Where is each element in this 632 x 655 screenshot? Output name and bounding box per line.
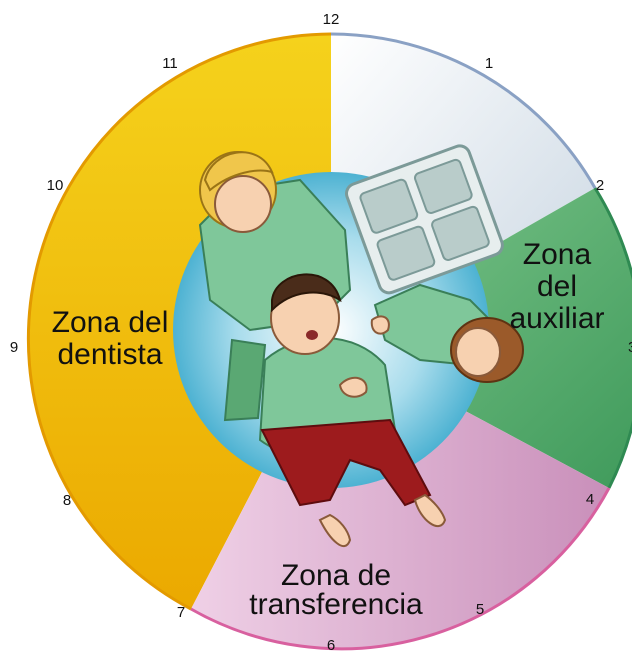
transfer-zone-label-line2: transferencia [249, 588, 423, 621]
clock-label-10: 10 [47, 177, 64, 194]
clock-label-12: 12 [323, 11, 340, 28]
assistant-illustration [370, 283, 524, 383]
dentist-rim [26, 32, 332, 611]
clock-label-3: 3 [628, 339, 632, 356]
dentist-zone-label-line2: dentista [57, 338, 162, 371]
clock-label-6: 6 [327, 637, 335, 654]
clock-label-8: 8 [63, 492, 71, 509]
patient-illustration [258, 273, 447, 548]
dentist-zone-label-line1: Zona del [52, 306, 169, 339]
transfer-zone-label-line1: Zona de [281, 559, 391, 592]
clock-label-1: 1 [485, 55, 493, 72]
instrument-tray-illustration [345, 144, 504, 295]
clock-label-9: 9 [10, 339, 18, 356]
assistant-rim [593, 187, 632, 489]
transfer-rim [190, 487, 611, 651]
clock-label-2: 2 [596, 177, 604, 194]
clock-label-4: 4 [586, 491, 594, 508]
static-rim [330, 32, 597, 189]
clock-label-11: 11 [162, 55, 178, 72]
assistant-zone-label-line2: del [537, 270, 577, 303]
clock-label-7: 7 [177, 604, 185, 621]
assistant-zone-label-line1: Zona [523, 238, 592, 271]
assistant-zone-label-line3: auxiliar [509, 302, 604, 335]
clock-label-5: 5 [476, 601, 484, 618]
